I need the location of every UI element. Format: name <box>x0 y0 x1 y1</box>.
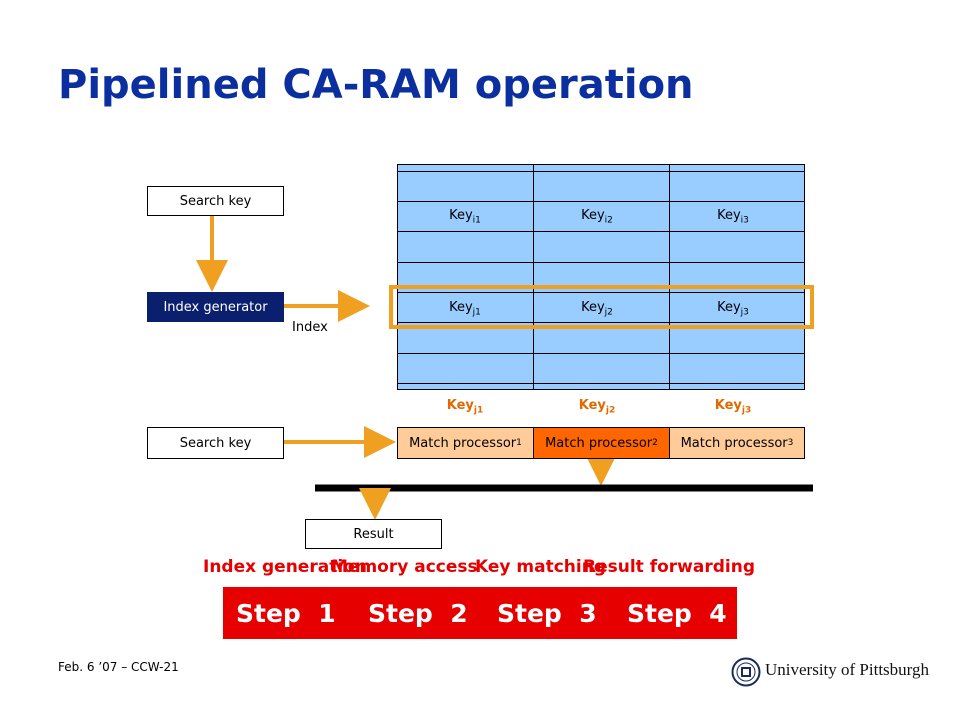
fetched-key-j3: Keyj3 <box>714 398 752 416</box>
search-key-box-bottom: Search key <box>147 427 284 459</box>
memory-col-divider-1 <box>533 164 534 390</box>
memory-row-line <box>397 292 805 293</box>
memory-row-line <box>397 201 805 202</box>
university-name: University of Pittsburgh <box>765 660 930 679</box>
memory-key-i2: Keyi2 <box>581 208 613 226</box>
fetched-key-j1: Keyj1 <box>446 398 484 416</box>
memory-row-line <box>397 262 805 263</box>
step-1: Step 1 <box>236 599 336 628</box>
memory-array <box>397 164 805 390</box>
step-4: Step 4 <box>627 599 727 628</box>
step-bar <box>223 587 737 639</box>
memory-key-j1: Keyj1 <box>449 300 481 318</box>
memory-row-line <box>397 171 805 172</box>
fetched-key-j2: Keyj2 <box>578 398 616 416</box>
index-label: Index <box>292 320 328 335</box>
stage-label-memory-access: Memory access <box>331 557 478 577</box>
step-3: Step 3 <box>497 599 597 628</box>
memory-row-line <box>397 322 805 323</box>
memory-row-line <box>397 383 805 384</box>
stage-label-result-forwarding: Result forwarding <box>583 557 756 577</box>
result-box: Result <box>305 519 442 549</box>
page-title: Pipelined CA-RAM operation <box>58 62 694 108</box>
memory-row-line <box>397 231 805 232</box>
selected-row-highlight <box>389 285 814 329</box>
memory-col-divider-2 <box>669 164 670 390</box>
memory-key-j2: Keyj2 <box>581 300 613 318</box>
search-key-box-top: Search key <box>147 186 284 216</box>
footer-date: Feb. 6 ’07 – CCW-21 <box>58 660 179 674</box>
memory-row-line <box>397 353 805 354</box>
stage-label-index-generation: Index generation <box>203 557 367 577</box>
memory-key-j3: Keyj3 <box>717 300 749 318</box>
university-seal-icon <box>731 657 761 687</box>
step-2: Step 2 <box>368 599 468 628</box>
memory-key-i3: Keyi3 <box>717 208 749 226</box>
stage-label-key-matching: Key matching <box>475 557 606 577</box>
index-generator-box: Index generator <box>147 292 284 322</box>
memory-key-i1: Keyi1 <box>449 208 481 226</box>
